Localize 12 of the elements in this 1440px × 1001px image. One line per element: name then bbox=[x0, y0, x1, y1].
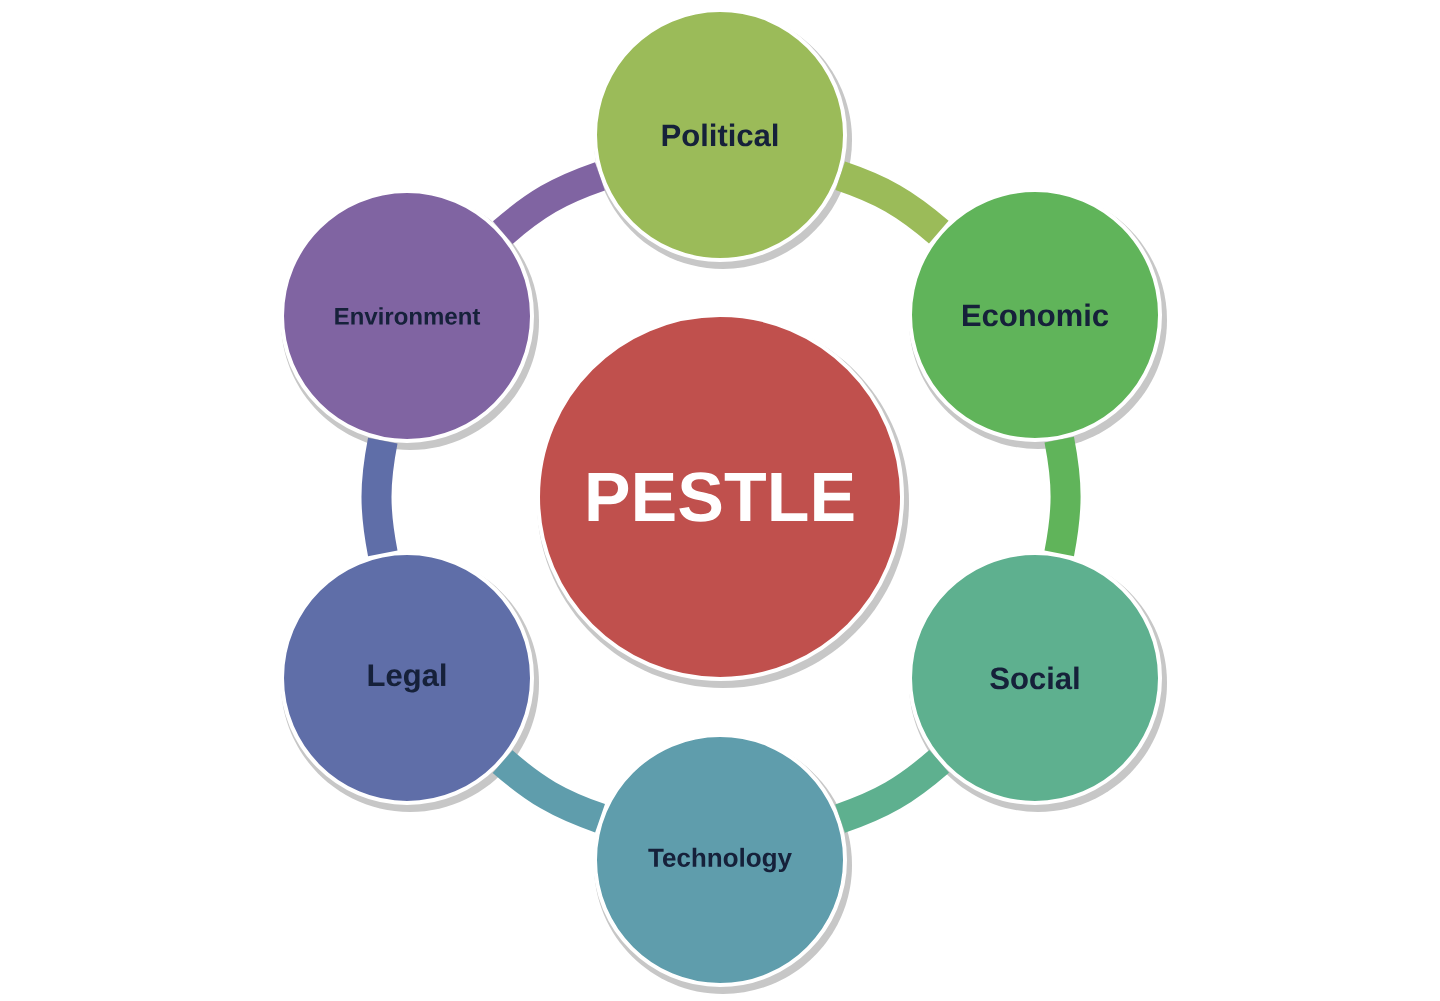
circle-node: Environment bbox=[280, 189, 539, 450]
ring-segment bbox=[1044, 436, 1081, 557]
ring-segment bbox=[492, 750, 606, 833]
circle-node: Social bbox=[908, 551, 1167, 812]
ring-segment bbox=[361, 437, 398, 557]
circle-node: Technology bbox=[593, 733, 852, 994]
circle-node: Legal bbox=[280, 551, 539, 812]
circle-node: Political bbox=[593, 8, 852, 269]
ring-segment bbox=[493, 162, 605, 244]
circle-node: Economic bbox=[908, 188, 1167, 449]
ring-segment bbox=[835, 161, 949, 244]
ring-segment bbox=[835, 749, 949, 833]
